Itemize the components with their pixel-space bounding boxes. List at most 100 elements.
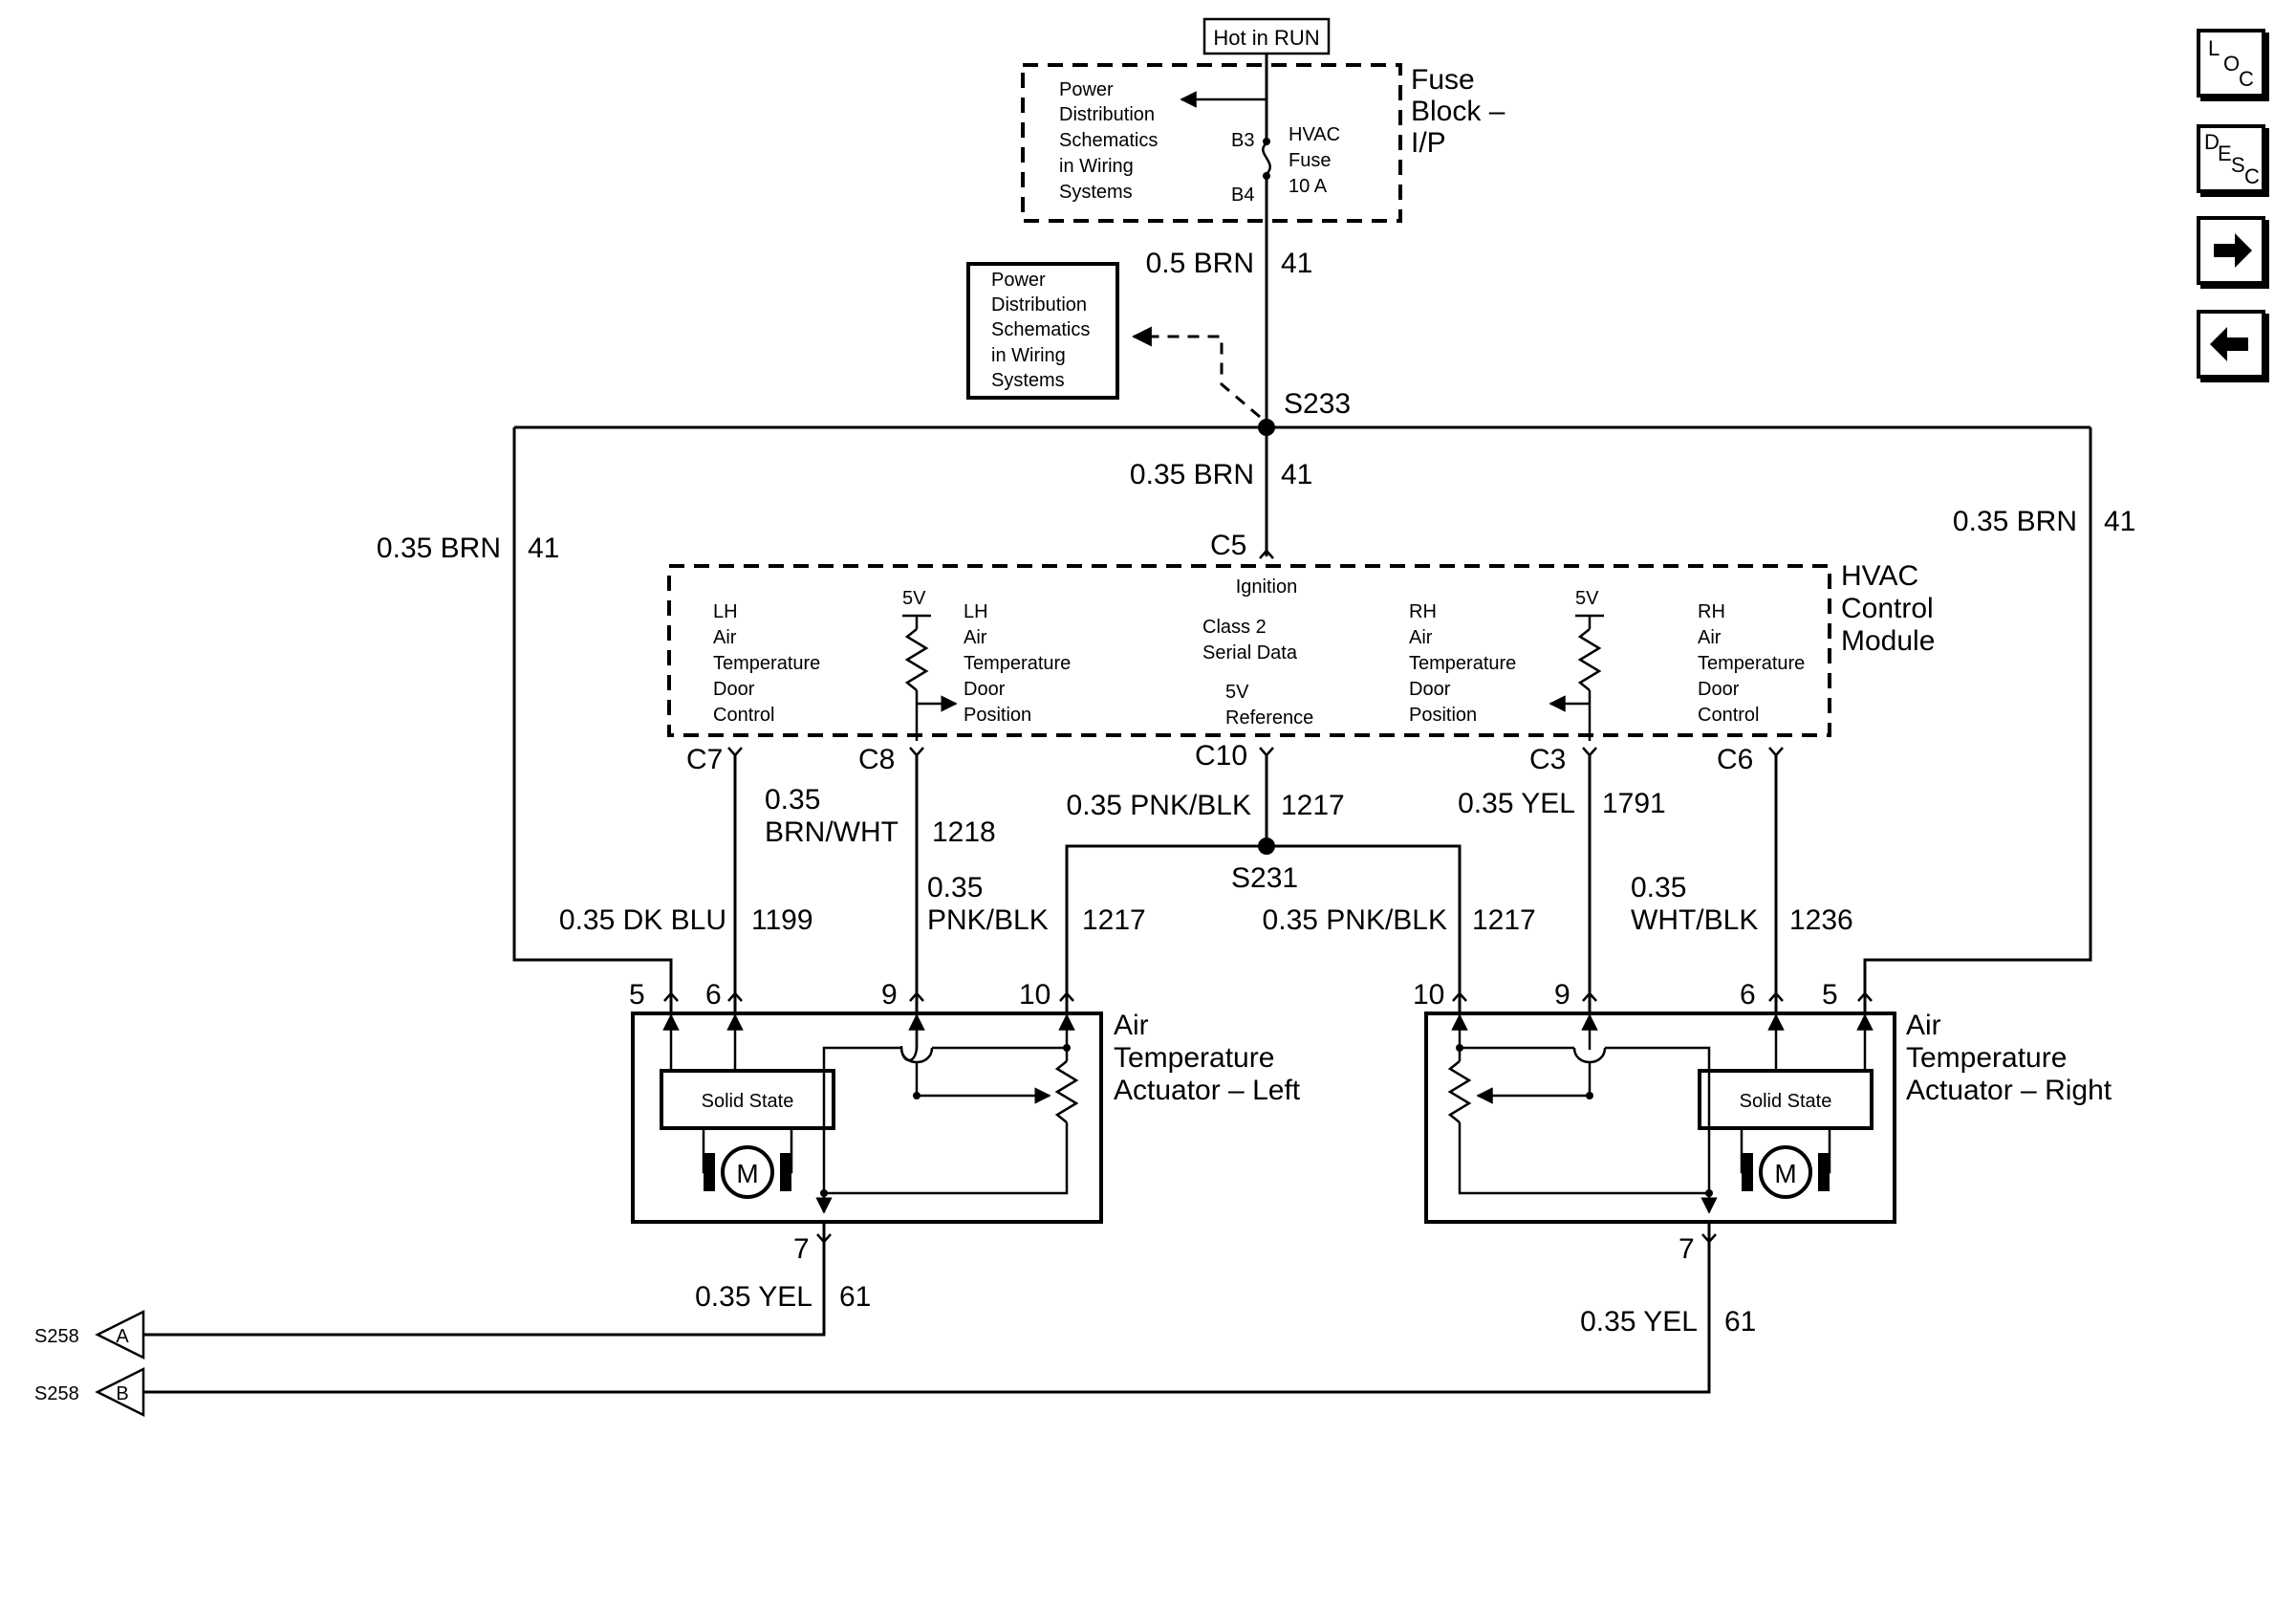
svg-text:1236: 1236 — [1789, 904, 1853, 936]
lh-5v-resistor: 5V — [902, 588, 958, 741]
svg-text:0.35 PNK/BLK: 0.35 PNK/BLK — [1067, 790, 1251, 821]
svg-text:Solid State: Solid State — [1740, 1091, 1832, 1112]
svg-text:Power: Power — [991, 270, 1046, 291]
svg-text:HVAC: HVAC — [1841, 560, 1918, 592]
actuator-right: 10 9 6 5 Air Temperature Actuator – Righ… — [1413, 979, 2112, 1265]
svg-text:1217: 1217 — [1082, 904, 1146, 936]
actuator-left-outline — [631, 1012, 1103, 1224]
svg-text:LH: LH — [964, 601, 988, 622]
svg-text:Control: Control — [713, 705, 774, 726]
svg-text:1218: 1218 — [932, 816, 996, 848]
desc-letter: D — [2204, 130, 2220, 154]
motor-icon — [1759, 1145, 1812, 1199]
svg-text:Schematics: Schematics — [991, 319, 1090, 340]
loc-letter: L — [2208, 36, 2220, 60]
svg-text:41: 41 — [528, 533, 559, 564]
svg-text:Serial Data: Serial Data — [1202, 642, 1298, 664]
solid-state-block — [1698, 1069, 1874, 1130]
loc-button[interactable]: L O C — [2197, 29, 2269, 101]
svg-text:0.35 BRN: 0.35 BRN — [377, 533, 501, 564]
svg-text:Fuse: Fuse — [1411, 64, 1475, 96]
ground-splice-s258-b: B S258 — [34, 1366, 145, 1418]
svg-text:Door: Door — [1409, 679, 1451, 700]
svg-text:S233: S233 — [1284, 388, 1351, 420]
svg-text:Schematics: Schematics — [1059, 130, 1158, 151]
svg-text:9: 9 — [881, 979, 898, 1011]
ground-splice-s258-a: A S258 — [34, 1309, 145, 1360]
svg-text:Door: Door — [1698, 679, 1740, 700]
svg-text:M: M — [736, 1159, 758, 1188]
svg-text:C8: C8 — [858, 744, 895, 775]
svg-text:5V: 5V — [1225, 682, 1249, 703]
svg-text:Systems: Systems — [991, 370, 1065, 391]
svg-text:Actuator – Right: Actuator – Right — [1906, 1075, 2112, 1106]
wire-left-ground-61 — [143, 1241, 826, 1337]
svg-text:41: 41 — [1281, 248, 1312, 279]
solid-state-block — [660, 1069, 835, 1130]
svg-text:Fuse: Fuse — [1289, 150, 1331, 171]
svg-text:Systems: Systems — [1059, 182, 1133, 203]
loc-letter: O — [2223, 52, 2241, 76]
svg-text:Temperature: Temperature — [964, 653, 1071, 674]
svg-text:Position: Position — [964, 705, 1031, 726]
wire-right-ground-61 — [143, 1241, 1711, 1394]
svg-text:10 A: 10 A — [1289, 176, 1328, 197]
svg-text:WHT/BLK: WHT/BLK — [1631, 904, 1758, 936]
svg-text:0.35: 0.35 — [765, 784, 820, 816]
svg-text:Air: Air — [713, 627, 737, 648]
svg-text:BRN/WHT: BRN/WHT — [765, 816, 899, 848]
svg-text:0.35 YEL: 0.35 YEL — [1458, 788, 1575, 819]
svg-text:Air: Air — [1114, 1010, 1149, 1041]
svg-text:B3: B3 — [1231, 130, 1254, 151]
svg-text:LH: LH — [713, 601, 738, 622]
svg-text:in Wiring: in Wiring — [1059, 156, 1134, 177]
svg-text:Distribution: Distribution — [1059, 104, 1155, 125]
next-button[interactable] — [2197, 216, 2269, 289]
svg-text:B4: B4 — [1231, 185, 1254, 206]
svg-text:6: 6 — [1740, 979, 1756, 1011]
svg-text:Temperature: Temperature — [1114, 1042, 1274, 1074]
svg-text:Temperature: Temperature — [713, 653, 820, 674]
svg-text:1217: 1217 — [1281, 790, 1345, 821]
svg-text:5: 5 — [1822, 979, 1838, 1011]
prev-button[interactable] — [2197, 310, 2269, 382]
desc-button[interactable]: D E S C — [2197, 124, 2269, 197]
svg-text:0.35: 0.35 — [927, 872, 983, 903]
svg-text:0.35 PNK/BLK: 0.35 PNK/BLK — [1263, 904, 1447, 936]
right-arrow-icon — [2214, 233, 2252, 268]
svg-text:S258: S258 — [34, 1326, 79, 1347]
splice-s231 — [1258, 838, 1275, 855]
fuse-block-outline — [1021, 63, 1402, 223]
svg-text:Class 2: Class 2 — [1202, 617, 1267, 638]
svg-text:7: 7 — [793, 1233, 810, 1265]
svg-text:S258: S258 — [34, 1383, 79, 1404]
svg-text:41: 41 — [1281, 459, 1312, 490]
motor-icon — [721, 1145, 774, 1199]
svg-text:RH: RH — [1698, 601, 1725, 622]
svg-text:in Wiring: in Wiring — [991, 345, 1066, 366]
svg-text:M: M — [1774, 1159, 1796, 1188]
hvac-fuse-symbol — [1262, 142, 1271, 175]
svg-text:Actuator – Left: Actuator – Left — [1114, 1075, 1301, 1106]
svg-text:Air: Air — [1906, 1010, 1941, 1041]
svg-text:9: 9 — [1554, 979, 1570, 1011]
svg-text:Ignition: Ignition — [1236, 577, 1298, 598]
hot-in-run-label: Hot in RUN — [1202, 17, 1331, 55]
svg-text:Temperature: Temperature — [1409, 653, 1516, 674]
svg-text:Air: Air — [1698, 627, 1722, 648]
svg-text:0.35 YEL: 0.35 YEL — [695, 1281, 812, 1313]
svg-text:Distribution: Distribution — [991, 294, 1087, 315]
svg-text:Position: Position — [1409, 705, 1477, 726]
svg-text:5V: 5V — [1575, 588, 1599, 609]
svg-text:A: A — [116, 1326, 129, 1347]
svg-text:Door: Door — [713, 679, 755, 700]
svg-text:0.35: 0.35 — [1631, 872, 1686, 903]
svg-text:HVAC: HVAC — [1289, 124, 1340, 145]
svg-text:Module: Module — [1841, 625, 1935, 657]
svg-text:Solid State: Solid State — [702, 1091, 794, 1112]
svg-text:Air: Air — [1409, 627, 1433, 648]
actuator-right-outline — [1424, 1012, 1896, 1224]
svg-text:Temperature: Temperature — [1906, 1042, 2067, 1074]
position-potentiometer — [1447, 1060, 1472, 1123]
svg-text:Control: Control — [1841, 593, 1934, 624]
